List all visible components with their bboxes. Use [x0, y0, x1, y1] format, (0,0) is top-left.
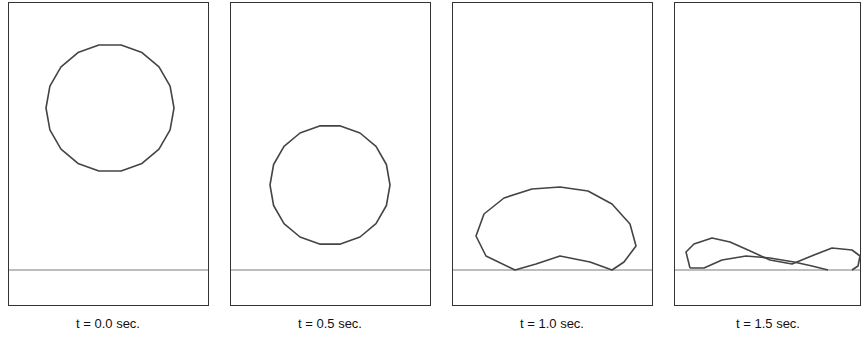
ground-line: [231, 269, 430, 271]
time-caption: t = 0.5 sec.: [298, 316, 362, 332]
ground-line: [9, 269, 208, 271]
ground-line: [675, 269, 860, 271]
drop-sheet: [690, 256, 828, 270]
frame: [453, 3, 653, 306]
ground-line: [453, 269, 652, 271]
drop-splash: [476, 187, 636, 270]
time-caption: t = 1.0 sec.: [520, 316, 584, 332]
time-caption: t = 0.0 sec.: [76, 316, 140, 332]
time-caption: t = 1.5 sec.: [736, 316, 800, 332]
drop-sheet: [686, 238, 860, 270]
drop-circle: [270, 126, 390, 244]
drop-circle: [46, 45, 174, 171]
frame: [675, 3, 861, 306]
frame: [231, 3, 431, 306]
frame: [9, 3, 209, 306]
